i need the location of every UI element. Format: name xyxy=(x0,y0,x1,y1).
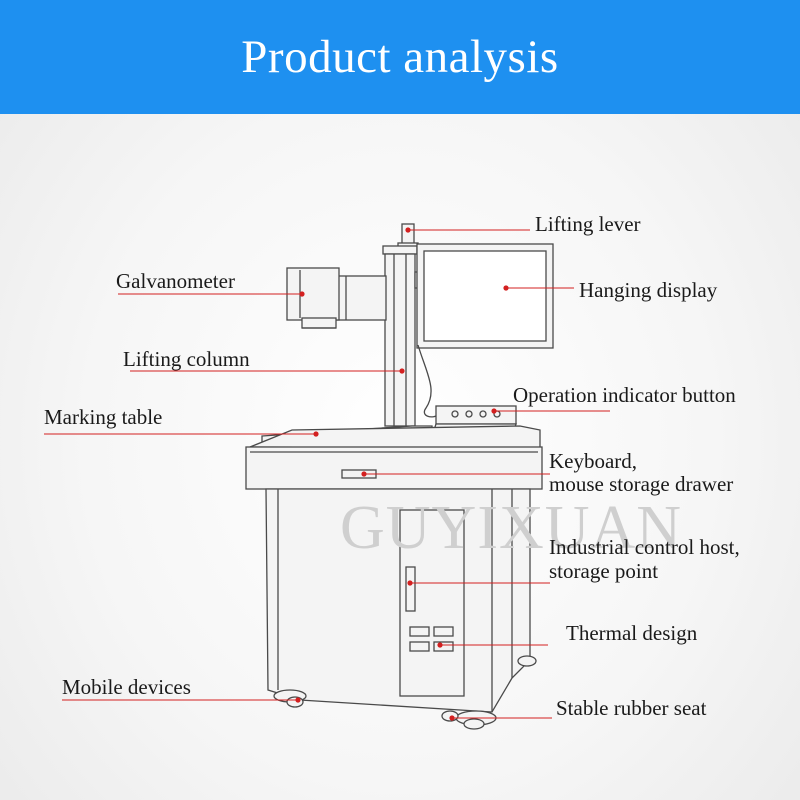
label-mobile-devices: Mobile devices xyxy=(62,675,191,699)
machine-illustration xyxy=(245,223,554,730)
label-operation-indicator-button: Operation indicator button xyxy=(513,383,736,407)
cabinet-top xyxy=(249,425,541,449)
page-title: Product analysis xyxy=(241,31,559,83)
lifting-column-shape xyxy=(384,253,416,427)
galvanometer-head xyxy=(286,267,340,321)
callout-labels: Lifting lever Galvanometer Hanging displ… xyxy=(44,212,740,720)
watermark-text: GUYIXUAN xyxy=(340,494,682,562)
label-stable-rubber-seat: Stable rubber seat xyxy=(556,696,707,720)
label-thermal-design: Thermal design xyxy=(566,621,698,645)
label-galvanometer: Galvanometer xyxy=(116,269,235,293)
label-hanging-display: Hanging display xyxy=(579,278,718,302)
label-lifting-lever: Lifting lever xyxy=(535,212,641,236)
cabinet-door xyxy=(399,509,465,697)
caster-back-right xyxy=(517,655,537,667)
label-keyboard-line2: mouse storage drawer xyxy=(549,472,733,496)
operation-indicator-panel xyxy=(435,405,517,425)
label-industrial-line1: Industrial control host, xyxy=(549,535,740,559)
column-cap xyxy=(382,245,418,255)
door-handle xyxy=(405,566,416,612)
galvanometer-lens xyxy=(301,317,337,329)
galvanometer-arm xyxy=(335,275,387,321)
label-keyboard-line1: Keyboard, xyxy=(549,449,637,473)
label-lifting-column: Lifting column xyxy=(123,347,250,371)
label-marking-table: Marking table xyxy=(44,405,162,429)
callout-lines xyxy=(44,227,610,721)
header-banner: Product analysis xyxy=(0,0,800,114)
label-industrial-line2: storage point xyxy=(549,559,658,583)
keyboard-drawer xyxy=(245,446,543,490)
